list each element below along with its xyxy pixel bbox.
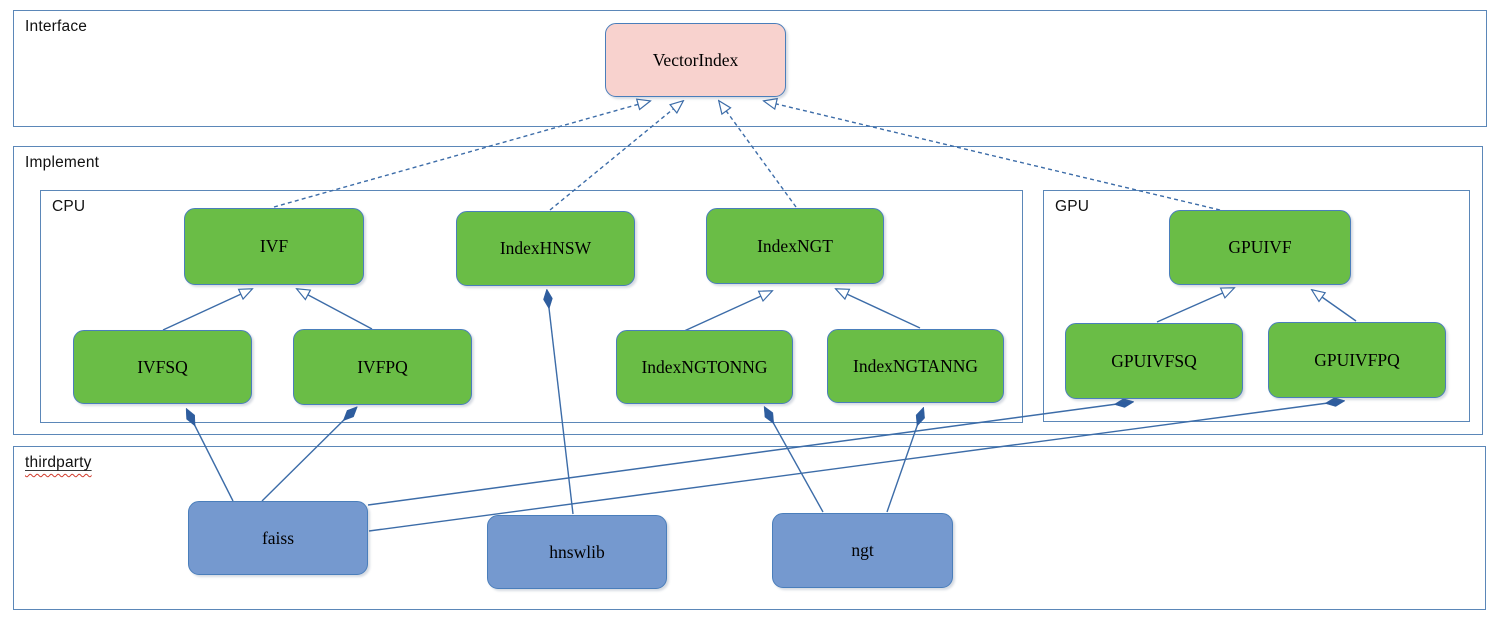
edge-faiss-to-ivfpq[interactable] bbox=[261, 408, 356, 502]
edge-faiss-to-gpuivfsq[interactable] bbox=[367, 402, 1132, 506]
container-cpu[interactable]: CPU bbox=[40, 190, 1023, 423]
node-indexhnsw-label: IndexHNSW bbox=[499, 238, 592, 258]
node-indexngtanng[interactable]: IndexNGTANNG bbox=[827, 329, 1004, 403]
edge-indexhnsw-to-vectorindex[interactable] bbox=[549, 101, 683, 211]
node-ivfsq-label: IVFSQ bbox=[137, 356, 188, 377]
node-gpuivfpq[interactable]: GPUIVFPQ bbox=[1268, 322, 1446, 398]
node-hnswlib[interactable]: hnswlib bbox=[487, 515, 667, 589]
node-faiss-label: faiss bbox=[261, 527, 295, 548]
node-ngt[interactable]: ngt bbox=[772, 513, 953, 588]
container-thirdparty-label: thirdparty bbox=[25, 454, 92, 472]
edge-faiss-to-ivfsq[interactable] bbox=[187, 410, 234, 502]
edge-hnswlib-to-indexhnsw[interactable] bbox=[547, 291, 574, 515]
edge-indexngt-to-vectorindex[interactable] bbox=[719, 101, 797, 208]
edge-indexngtonng-to-indexngt[interactable] bbox=[681, 291, 772, 333]
edge-ivf-to-vectorindex[interactable] bbox=[273, 101, 650, 208]
node-ivf-label: IVF bbox=[259, 236, 289, 256]
edge-ivfsq-to-ivf[interactable] bbox=[162, 289, 252, 331]
node-indexngtanng-label: IndexNGTANNG bbox=[853, 355, 978, 376]
node-gpuivfsq-label: GPUIVFSQ bbox=[1111, 350, 1197, 371]
container-cpu-label: CPU bbox=[52, 198, 86, 215]
node-indexngt-label: IndexNGT bbox=[757, 235, 833, 256]
edge-gpuivfpq-to-gpuivf[interactable] bbox=[1312, 290, 1357, 322]
edge-indexngtanng-to-indexngt[interactable] bbox=[836, 289, 921, 329]
node-ivfpq[interactable]: IVFPQ bbox=[293, 329, 472, 405]
node-indexngt[interactable]: IndexNGT bbox=[706, 208, 884, 284]
node-gpuivf-label: GPUIVF bbox=[1228, 237, 1292, 257]
node-vectorindex[interactable]: VectorIndex bbox=[605, 23, 786, 97]
node-ivf[interactable]: IVF bbox=[184, 208, 364, 285]
node-gpuivfpq-label: GPUIVFPQ bbox=[1314, 349, 1400, 370]
node-indexngtonng-label: IndexNGTONNG bbox=[641, 356, 768, 377]
node-gpuivfsq[interactable]: GPUIVFSQ bbox=[1065, 323, 1243, 399]
container-gpu-label: GPU bbox=[1055, 198, 1090, 215]
container-implement-label: Implement bbox=[25, 154, 100, 171]
edge-gpuivfsq-to-gpuivf[interactable] bbox=[1156, 288, 1234, 323]
edge-gpuivf-to-vectorindex[interactable] bbox=[764, 101, 1221, 211]
node-ivfsq[interactable]: IVFSQ bbox=[73, 330, 252, 404]
node-gpuivf[interactable]: GPUIVF bbox=[1169, 210, 1351, 285]
container-interface-label: Interface bbox=[25, 18, 88, 35]
node-indexhnsw[interactable]: IndexHNSW bbox=[456, 211, 635, 286]
edge-ivfpq-to-ivf[interactable] bbox=[297, 289, 373, 330]
node-ngt-label: ngt bbox=[851, 540, 874, 560]
spellcheck-squiggle: thirdparty bbox=[25, 454, 92, 471]
node-ivfpq-label: IVFPQ bbox=[357, 356, 408, 377]
edge-ngt-to-indexngtanng[interactable] bbox=[886, 409, 923, 513]
node-indexngtonng[interactable]: IndexNGTONNG bbox=[616, 330, 793, 404]
container-interface[interactable]: Interface bbox=[13, 10, 1487, 127]
container-thirdparty[interactable]: thirdparty bbox=[13, 446, 1486, 610]
node-vectorindex-label: VectorIndex bbox=[652, 49, 739, 70]
edge-ngt-to-indexngtonng[interactable] bbox=[765, 408, 824, 513]
node-hnswlib-label: hnswlib bbox=[549, 541, 605, 562]
node-faiss[interactable]: faiss bbox=[188, 501, 368, 575]
edge-faiss-to-gpuivfpq[interactable] bbox=[368, 401, 1343, 532]
container-gpu[interactable]: GPU bbox=[1043, 190, 1470, 422]
container-implement[interactable]: Implement bbox=[13, 146, 1483, 435]
